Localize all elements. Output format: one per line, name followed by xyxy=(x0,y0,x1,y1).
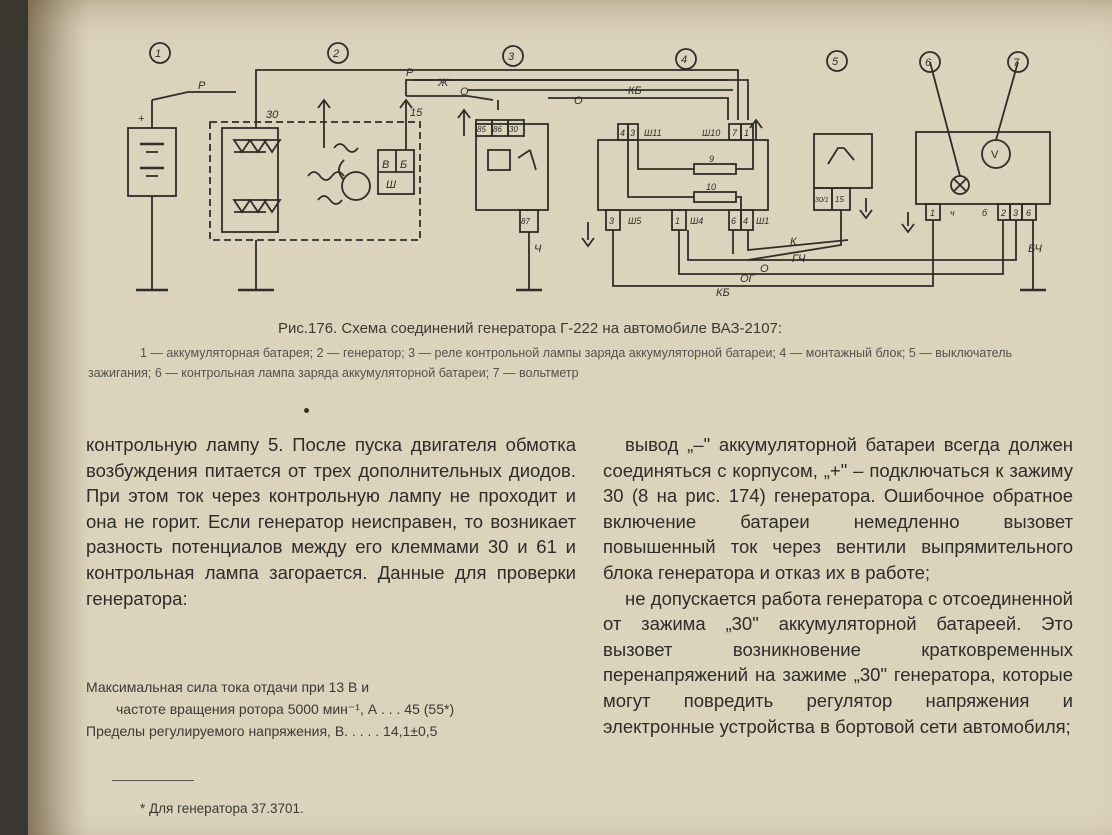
terminal-mb-9: 9 xyxy=(709,154,714,164)
wire-label-gch: ГЧ xyxy=(792,253,806,265)
terminal-panel-1: 1 xyxy=(930,208,935,218)
left-column: контрольную лампу 5. После пуска двигате… xyxy=(86,432,576,611)
terminal-relay-86: 86 xyxy=(493,125,502,134)
component-number-3: 3 xyxy=(508,51,515,63)
terminal-mb-sh5: Ш5 xyxy=(628,216,642,226)
wiring-diagram: 1 2 3 4 5 6 7 Р Ж О КБ Р О К ГЧ О ОГ КБ … xyxy=(127,42,1051,299)
component-number-2: 2 xyxy=(332,48,339,60)
wire-label-o-top: О xyxy=(460,86,469,98)
footnote: * Для генератора 37.3701. xyxy=(140,801,304,816)
terminal-panel-b: б xyxy=(982,208,988,218)
terminal-mb-10: 10 xyxy=(706,182,716,192)
component-number-4: 4 xyxy=(681,54,687,66)
component-circle-1 xyxy=(149,42,171,64)
terminal-reg-b: Б xyxy=(400,159,407,171)
terminal-relay-85: 85 xyxy=(477,125,486,134)
page-fold-shadow xyxy=(28,0,88,835)
battery-body xyxy=(127,127,177,197)
generator-box xyxy=(209,121,421,241)
terminal-reg-v: В xyxy=(382,159,389,171)
right-paragraph-2: не допускается работа генератора с отсое… xyxy=(603,587,1073,737)
footnote-rule xyxy=(112,780,194,781)
paper-speck xyxy=(304,408,309,413)
generator-specs: Максимальная сила тока отдачи при 13 В и… xyxy=(86,676,576,742)
terminal-relay-30: 30 xyxy=(509,125,518,134)
terminal-mb-3b: 3 xyxy=(609,216,614,226)
terminal-reg-sh: Ш xyxy=(386,179,397,191)
terminal-mb-sh11: Ш11 xyxy=(644,128,662,138)
wire-label-ch: Ч xyxy=(534,243,542,255)
terminal-mb-sh4: Ш4 xyxy=(690,216,703,226)
left-paragraph: контрольную лампу 5. После пуска двигате… xyxy=(86,434,576,609)
terminal-30-gen: 30 xyxy=(266,109,279,121)
terminal-mb-1b: 1 xyxy=(675,216,680,226)
battery-plus-label: + xyxy=(138,113,145,125)
wire-label-r-left: Р xyxy=(198,80,206,92)
figure-legend: 1 — аккумуляторная батарея; 2 — генерато… xyxy=(88,346,1012,380)
wire-label-bch: БЧ xyxy=(1028,243,1043,255)
component-circle-7 xyxy=(1007,51,1029,73)
component-number-7: 7 xyxy=(1013,57,1020,69)
terminal-panel-6: 6 xyxy=(1026,208,1031,218)
wire-label-kb-top: КБ xyxy=(628,85,642,97)
component-number-5: 5 xyxy=(832,56,839,68)
terminal-panel-2: 2 xyxy=(1000,208,1006,218)
terminal-mb-3: 3 xyxy=(630,128,635,138)
component-circle-3 xyxy=(502,45,524,67)
wire-label-o-bottom: О xyxy=(760,263,769,275)
terminal-sw-30-1: 30/1 xyxy=(815,197,829,204)
terminal-mb-1: 1 xyxy=(744,128,749,138)
terminal-panel-ch: ч xyxy=(950,208,955,218)
terminal-mb-sh10: Ш10 xyxy=(702,128,720,138)
terminal-relay-87: 87 xyxy=(521,217,530,226)
right-column: вывод „–" аккумуляторной батареи всегда … xyxy=(603,432,1073,739)
component-circle-5 xyxy=(826,50,848,72)
spec-line-1: Максимальная сила тока отдачи при 13 В и xyxy=(86,679,370,695)
book-page: 1 2 3 4 5 6 7 Р Ж О КБ Р О К ГЧ О ОГ КБ … xyxy=(28,0,1112,835)
component-circle-4 xyxy=(675,48,697,70)
terminal-mb-6: 6 xyxy=(731,216,736,226)
wire-label-kb-bottom: КБ xyxy=(716,287,730,299)
spec-line-3: Пределы регулируемого напряжения, В. . .… xyxy=(86,723,438,739)
terminal-mb-7: 7 xyxy=(732,128,738,138)
terminal-15-gen: 15 xyxy=(410,107,423,119)
component-circle-6 xyxy=(919,51,941,73)
wire-label-o-mid: О xyxy=(574,95,583,107)
terminal-mb-sh1: Ш1 xyxy=(756,216,769,226)
terminal-mb-4b: 4 xyxy=(743,216,748,226)
terminal-panel-3: 3 xyxy=(1013,208,1018,218)
spec-line-2: частоте вращения ротора 5000 мин⁻¹, А . … xyxy=(116,701,455,717)
component-circle-2 xyxy=(327,42,349,64)
voltmeter-v-label: V xyxy=(991,149,999,161)
wire-label-r-top: Р xyxy=(406,67,414,79)
component-number-6: 6 xyxy=(925,57,932,69)
wire-label-og: ОГ xyxy=(740,273,756,285)
component-number-1: 1 xyxy=(155,48,161,60)
terminal-sw-15: 15 xyxy=(835,195,844,204)
wire-label-k: К xyxy=(790,236,797,248)
wire-label-zh: Ж xyxy=(437,77,449,89)
right-paragraph-1: вывод „–" аккумуляторной батареи всегда … xyxy=(603,434,1073,583)
terminal-mb-4: 4 xyxy=(620,128,625,138)
figure-title: Рис.176. Схема соединений генератора Г-2… xyxy=(278,320,783,337)
